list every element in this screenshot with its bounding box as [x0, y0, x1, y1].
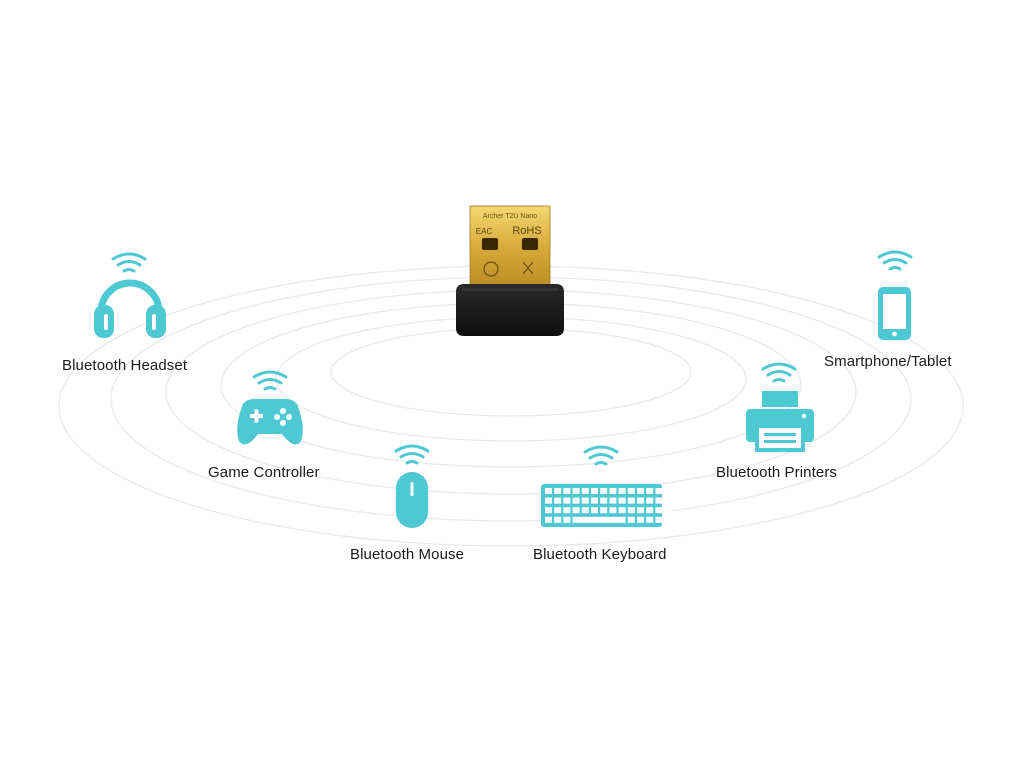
wifi-signal-icon — [394, 444, 430, 465]
keyboard-key — [618, 507, 626, 514]
device-game-controller — [237, 370, 303, 445]
keyboard-key — [572, 488, 580, 494]
keyboard-key — [646, 516, 654, 523]
keyboard-key — [627, 497, 635, 504]
wifi-signal-icon — [252, 370, 288, 391]
keyboard-key — [545, 488, 552, 494]
adapter-model-text: Archer T2U Nano — [483, 213, 537, 220]
keyboard-key — [646, 507, 654, 514]
usb-adapter-image: Archer T2U Nano EAC RoHS — [456, 205, 564, 336]
label-bluetooth-mouse: Bluetooth Mouse — [350, 546, 465, 563]
weee-mark-icon — [522, 261, 534, 275]
keyboard-key — [591, 488, 598, 494]
keyboard-key — [581, 507, 589, 514]
label-bluetooth-keyboard: Bluetooth Keyboard — [533, 546, 667, 563]
keyboard-key — [609, 497, 617, 504]
keyboard-key — [646, 488, 654, 494]
keyboard-key — [581, 497, 589, 504]
keyboard-key — [618, 488, 626, 494]
printer-icon — [746, 391, 814, 452]
keyboard-key — [655, 516, 663, 523]
keyboard-key — [600, 488, 608, 494]
device-keyboard — [541, 445, 672, 527]
wifi-signal-icon — [111, 252, 147, 273]
keyboard-key — [563, 497, 571, 504]
device-smartphone — [877, 250, 913, 340]
keyboard-key — [554, 488, 562, 494]
keyboard-key — [545, 507, 552, 514]
keyboard-key — [664, 488, 672, 494]
keyboard-key — [655, 507, 663, 514]
keyboard-key — [600, 507, 608, 514]
keyboard-icon — [541, 484, 672, 527]
keyboard-key — [572, 507, 580, 514]
keyboard-key — [563, 507, 571, 514]
keyboard-key — [637, 488, 644, 494]
usb-contact-slot — [522, 238, 538, 250]
certification-mark-icon — [483, 261, 499, 277]
wifi-signal-icon — [877, 250, 913, 271]
smartphone-icon — [878, 287, 911, 340]
keyboard-key — [554, 507, 562, 514]
keyboard-key — [637, 497, 644, 504]
wifi-signal-icon — [583, 445, 619, 466]
mouse-icon — [396, 472, 428, 528]
keyboard-key — [554, 516, 562, 523]
keyboard-spacebar — [572, 516, 626, 523]
label-bluetooth-headset: Bluetooth Headset — [62, 357, 188, 374]
keyboard-key — [664, 497, 672, 504]
keyboard-key — [655, 497, 663, 504]
device-mouse — [394, 444, 430, 528]
keyboard-key — [591, 497, 598, 504]
keyboard-key — [572, 497, 580, 504]
keyboard-key — [655, 488, 663, 494]
keyboard-key — [646, 497, 654, 504]
keyboard-key — [600, 497, 608, 504]
keyboard-key — [637, 507, 644, 514]
keyboard-key — [554, 497, 562, 504]
keyboard-key — [664, 516, 672, 523]
keyboard-key — [627, 488, 635, 494]
keyboard-key — [609, 507, 617, 514]
keyboard-key — [609, 488, 617, 494]
keyboard-key — [627, 516, 635, 523]
keyboard-key — [563, 516, 571, 523]
keyboard-key — [581, 488, 589, 494]
device-headset — [94, 252, 166, 338]
label-bluetooth-printers: Bluetooth Printers — [716, 464, 838, 481]
gamepad-icon — [237, 399, 303, 445]
usb-contact-slot — [482, 238, 498, 250]
keyboard-key — [563, 488, 571, 494]
label-smartphone-tablet: Smartphone/Tablet — [824, 353, 952, 370]
keyboard-key — [627, 507, 635, 514]
label-game-controller: Game Controller — [208, 464, 320, 481]
keyboard-key — [637, 516, 644, 523]
keyboard-key — [591, 507, 598, 514]
keyboard-key — [545, 497, 552, 504]
adapter-rohs-text: RoHS — [512, 225, 541, 237]
adapter-eac-text: EAC — [476, 227, 493, 236]
device-printer — [746, 362, 814, 452]
keyboard-key — [664, 507, 672, 514]
signal-ring — [330, 327, 692, 417]
wifi-signal-icon — [761, 362, 797, 383]
keyboard-key — [545, 516, 552, 523]
keyboard-key — [618, 497, 626, 504]
headphones-icon — [94, 279, 166, 338]
